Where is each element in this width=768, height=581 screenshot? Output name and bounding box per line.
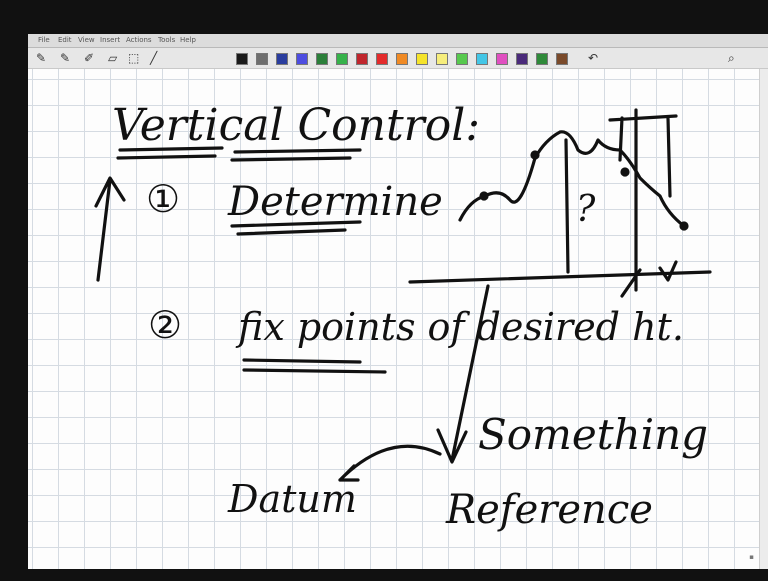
menu-item[interactable]: File bbox=[38, 36, 50, 44]
color-swatch[interactable] bbox=[376, 53, 388, 65]
undo-icon[interactable]: ↶ bbox=[588, 51, 599, 65]
question-mark: ? bbox=[576, 189, 596, 230]
color-swatch[interactable] bbox=[496, 53, 508, 65]
color-swatch[interactable] bbox=[336, 53, 348, 65]
terrain-profile bbox=[458, 130, 686, 228]
page-indicator: ▪ bbox=[749, 553, 754, 561]
base-line bbox=[408, 270, 712, 284]
color-swatch[interactable] bbox=[456, 53, 468, 65]
eraser-icon[interactable]: ▱ bbox=[108, 51, 118, 65]
menu-item[interactable]: Help bbox=[180, 36, 196, 44]
terrain-point bbox=[620, 167, 630, 177]
color-swatch[interactable] bbox=[556, 53, 568, 65]
journal-window: File Edit View Insert Actions Tools Help… bbox=[28, 34, 768, 569]
title-text: Vertical Control: bbox=[112, 100, 481, 151]
color-swatch[interactable] bbox=[516, 53, 528, 65]
menu-bar: File Edit View Insert Actions Tools Help bbox=[28, 34, 768, 48]
up-arrow-stroke bbox=[94, 176, 126, 282]
vertical-scrollbar[interactable] bbox=[759, 69, 768, 569]
highlighter-icon[interactable]: ✐ bbox=[84, 51, 95, 65]
something-label: Something bbox=[478, 410, 709, 459]
color-swatch[interactable] bbox=[236, 53, 248, 65]
pen-icon[interactable]: ✎ bbox=[60, 51, 71, 65]
select-icon[interactable]: ⬚ bbox=[128, 51, 140, 65]
menu-item[interactable]: View bbox=[78, 36, 95, 44]
color-swatch[interactable] bbox=[256, 53, 268, 65]
color-swatch[interactable] bbox=[316, 53, 328, 65]
benchmark-post bbox=[608, 108, 678, 292]
zoom-icon[interactable]: ⌕ bbox=[728, 51, 735, 65]
toolbar: ✎ ✎ ✐ ▱ ⬚ ╱ ↶ ⌕ bbox=[28, 48, 768, 69]
item-2-text: fix points of desired ht. bbox=[238, 305, 684, 349]
terrain-point bbox=[679, 221, 689, 231]
underline-stroke bbox=[116, 146, 362, 162]
pen-icon[interactable]: ✎ bbox=[36, 51, 47, 65]
line-icon[interactable]: ╱ bbox=[150, 51, 158, 65]
color-swatch[interactable] bbox=[536, 53, 548, 65]
underline-stroke bbox=[230, 220, 362, 236]
reference-label: Reference bbox=[446, 487, 653, 533]
color-swatch[interactable] bbox=[296, 53, 308, 65]
item-1-text: Determine bbox=[228, 179, 443, 225]
down-arrow-stroke bbox=[436, 284, 490, 464]
underline-stroke bbox=[242, 358, 387, 374]
color-swatch[interactable] bbox=[416, 53, 428, 65]
color-swatch[interactable] bbox=[476, 53, 488, 65]
curve-arrow-stroke bbox=[338, 444, 442, 482]
color-swatch[interactable] bbox=[396, 53, 408, 65]
color-swatch[interactable] bbox=[276, 53, 288, 65]
color-swatch[interactable] bbox=[356, 53, 368, 65]
writing-canvas[interactable] bbox=[28, 69, 768, 569]
datum-label: Datum bbox=[228, 477, 357, 521]
color-swatch[interactable] bbox=[436, 53, 448, 65]
item-2-number: ② bbox=[148, 303, 183, 347]
terrain-point bbox=[479, 191, 489, 201]
height-line bbox=[564, 138, 570, 274]
v-mark bbox=[620, 260, 678, 298]
menu-item[interactable]: Actions bbox=[126, 36, 152, 44]
item-1-number: ① bbox=[146, 177, 181, 221]
menu-item[interactable]: Insert bbox=[100, 36, 121, 44]
menu-item[interactable]: Edit bbox=[58, 36, 72, 44]
menu-item[interactable]: Tools bbox=[158, 36, 176, 44]
terrain-point bbox=[530, 150, 540, 160]
